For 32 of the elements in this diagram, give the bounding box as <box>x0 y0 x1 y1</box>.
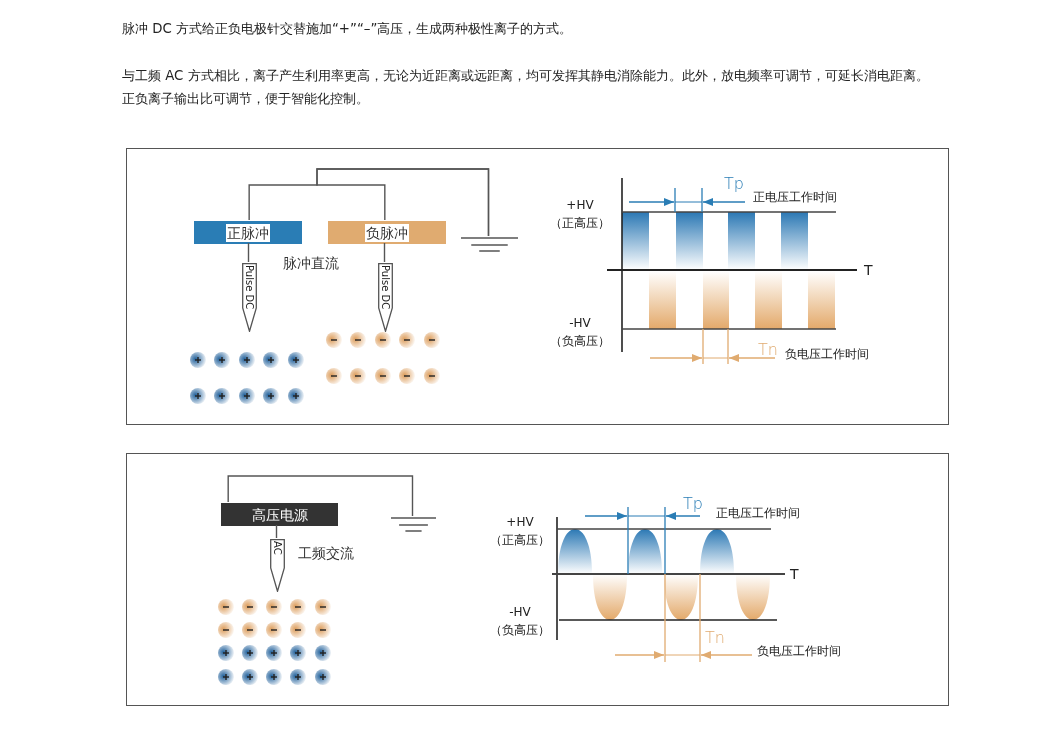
dimension-label: Tp <box>683 495 703 513</box>
dimension-label: 正电压工作时间 <box>716 505 800 522</box>
wire <box>383 242 386 263</box>
wire <box>316 168 490 237</box>
electrode-probe: Pulse DC <box>378 263 393 332</box>
ground-symbol <box>391 517 436 532</box>
paragraph: 脉冲 DC 方式给正负电极针交替施加“+”“–”高压，生成两种极性离子的方式。 <box>122 20 574 38</box>
axis-label: -HV （负高压） <box>549 315 611 350</box>
dimension-label: 正电压工作时间 <box>753 189 837 206</box>
dimension-label: 负电压工作时间 <box>785 346 869 363</box>
pulse-box: 负脉冲 <box>328 221 446 244</box>
power-supply-box: 高压电源 <box>221 503 338 526</box>
caption-text: 工频交流 <box>298 544 354 562</box>
axis-label: T <box>864 261 873 279</box>
axis-label: T <box>790 565 799 583</box>
ground-symbol <box>461 237 518 253</box>
pulse-box: 正脉冲 <box>194 221 302 244</box>
caption-text: 脉冲直流 <box>283 254 339 272</box>
electrode-probe: Pulse DC <box>242 263 257 332</box>
paragraph: 与工频 AC 方式相比，离子产生利用率更高，无论为近距离或远距离，均可发挥其静电消除能力。此外，放电频率可调节，可延长消电距离。正负离子输出比可调节，便于智能化控制。 <box>122 67 930 108</box>
dimension-label: 负电压工作时间 <box>757 643 841 660</box>
axis-label: +HV （正高压） <box>549 197 611 232</box>
dimension-label: Tn <box>705 629 725 647</box>
panel-frame <box>126 148 949 425</box>
axis-label: -HV （负高压） <box>489 604 551 639</box>
panel-frame <box>126 453 949 706</box>
wire <box>247 242 250 263</box>
axis-label: +HV （正高压） <box>489 514 551 549</box>
dimension-label: Tp <box>724 175 744 193</box>
wire <box>227 475 414 517</box>
electrode-probe: AC <box>270 539 285 592</box>
dimension-label: Tn <box>758 341 778 359</box>
